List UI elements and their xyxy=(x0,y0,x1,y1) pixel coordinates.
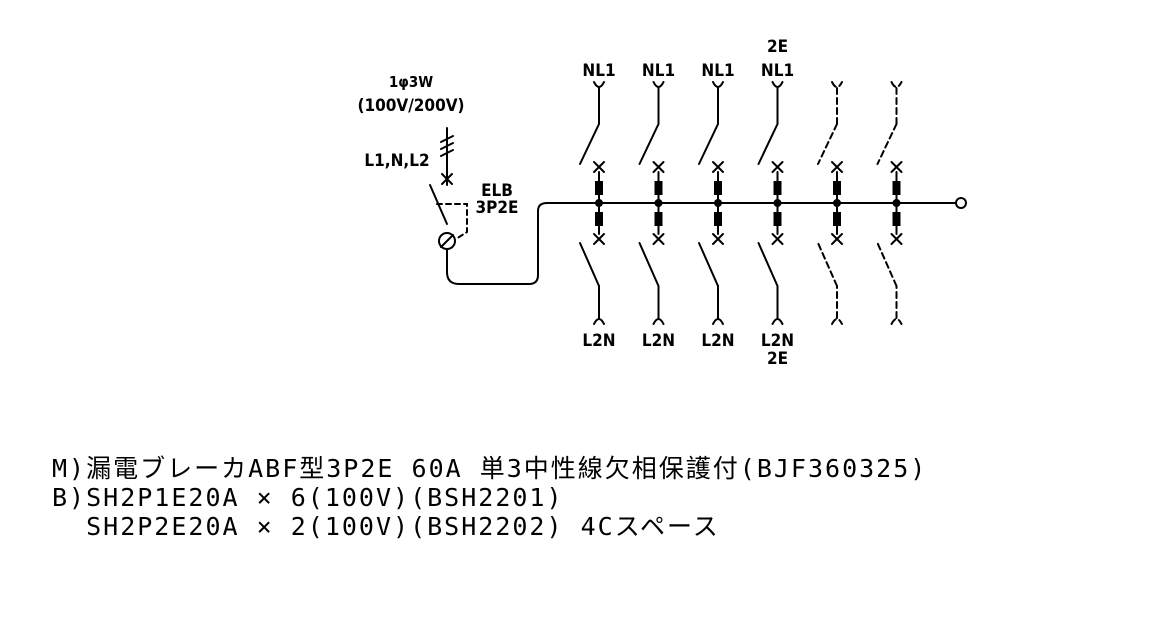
branch-circuit-1 xyxy=(579,81,605,325)
main-feed-wire xyxy=(446,202,957,285)
branch-top-label-1: NL1 xyxy=(582,61,615,81)
branch-circuit-5 xyxy=(817,81,843,325)
branch-circuit-3 xyxy=(698,81,724,325)
supply-voltage-label: (100V/200V) xyxy=(357,96,464,116)
branch-circuit-4 xyxy=(757,81,784,325)
branch-bottom-label-2: L2N xyxy=(642,331,675,351)
main-breaker-poles-label: 3P2E xyxy=(476,198,519,218)
branch-bottom-label-4: L2N xyxy=(761,331,794,351)
branch-bottom-label-1: L2N xyxy=(582,331,615,351)
note-main-breaker: M)漏電ブレーカABF型3P2E 60A 単3中性線欠相保護付(BJF36032… xyxy=(52,454,928,483)
branch-top-label-2: NL1 xyxy=(642,61,675,81)
branch-bottom-label-3: L2N xyxy=(701,331,734,351)
supply-phase-label: 1φ3W xyxy=(389,73,433,91)
main-breaker-symbol xyxy=(429,184,468,273)
branch-top-label-4: NL1 xyxy=(761,61,794,81)
branch-top-label-3: NL1 xyxy=(701,61,734,81)
bus-end-terminal xyxy=(955,197,967,209)
specification-notes: M)漏電ブレーカABF型3P2E 60A 単3中性線欠相保護付(BJF36032… xyxy=(52,454,927,541)
supply-cable xyxy=(440,127,454,186)
supply-lines-label: L1,N,L2 xyxy=(364,151,429,171)
branch-circuit-2 xyxy=(638,81,665,325)
note-branch-breakers-1: B)SH2P1E20A × 6(100V)(BSH2201) xyxy=(52,483,564,512)
branch-circuit-6 xyxy=(876,81,903,325)
note-branch-breakers-2: SH2P2E20A × 2(100V)(BSH2202) 4Cスペース xyxy=(52,512,720,541)
branch-top-extra-4: 2E xyxy=(767,37,788,57)
branch-bottom-extra-4: 2E xyxy=(767,349,788,369)
main-breaker-type-label: ELB xyxy=(481,181,513,201)
